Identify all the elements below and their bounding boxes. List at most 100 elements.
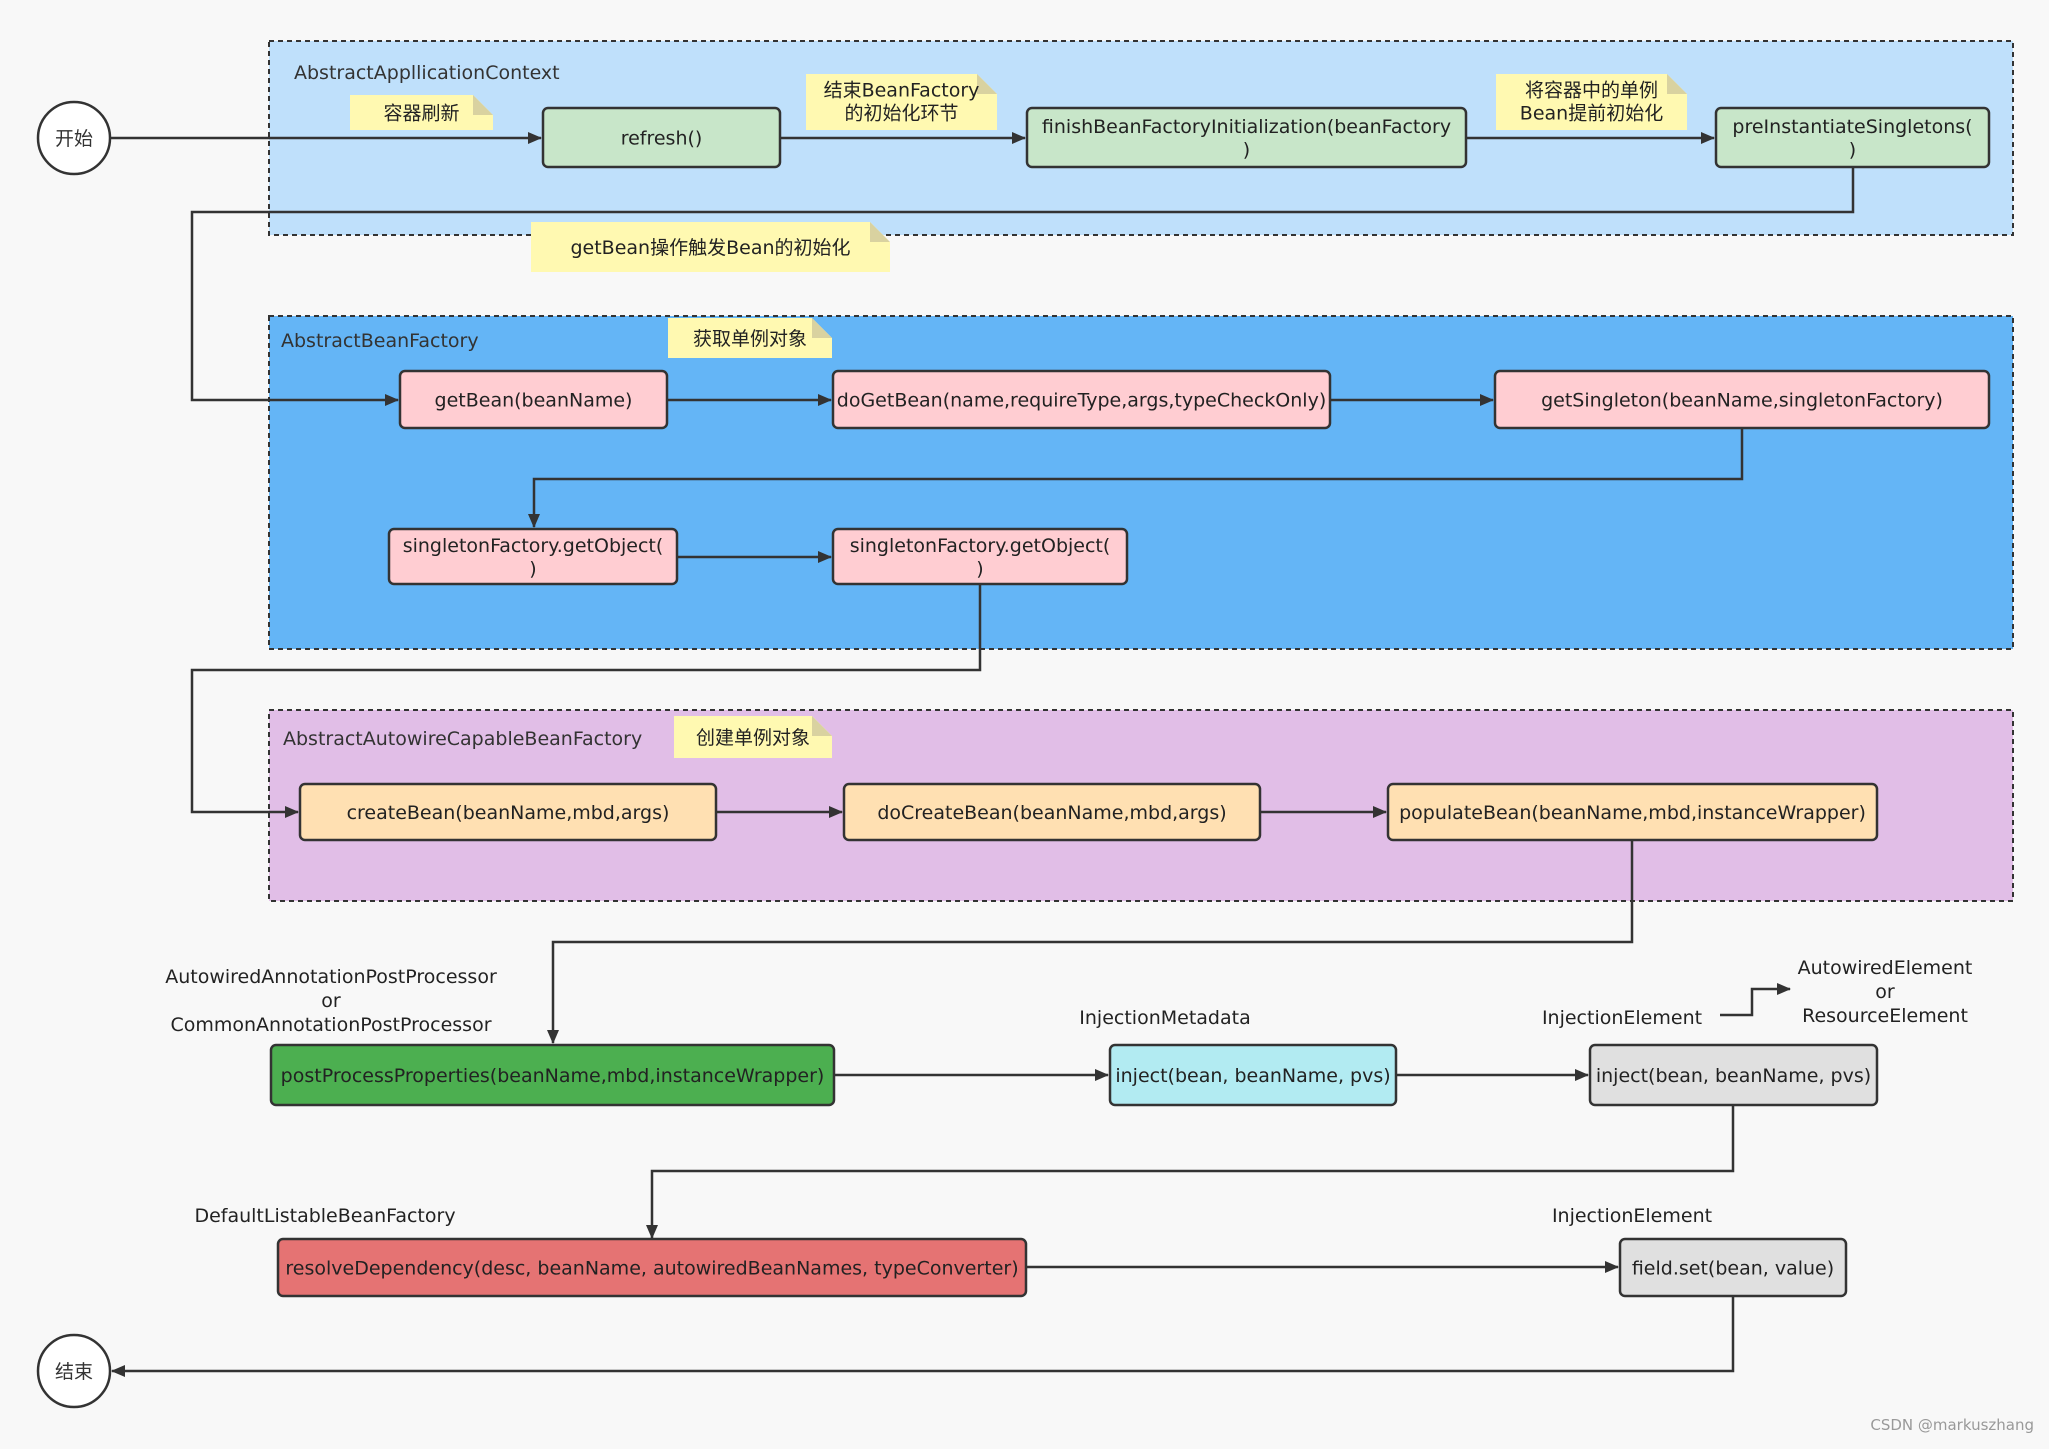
- note-finish-factory-paper: [806, 74, 997, 130]
- pre-instantiate-text: preInstantiateSingletons(: [1732, 116, 1972, 138]
- pre-instantiate-node: preInstantiateSingletons(): [1714, 106, 1991, 169]
- post-process-box: [269, 1043, 836, 1107]
- field-set-node: field.set(bean, value): [1618, 1237, 1848, 1298]
- factory-get-object-2-node: singletonFactory.getObject(): [831, 527, 1129, 586]
- note-get-singleton: 获取单例对象: [668, 318, 832, 358]
- note-finish-factory-fold: [977, 74, 997, 94]
- inject-metadata-box: [1108, 1043, 1398, 1107]
- factory-get-object-2-box: [831, 527, 1129, 586]
- element-types-label: AutowiredElement: [1798, 957, 1973, 979]
- note-create-singleton-paper: [674, 716, 832, 758]
- create-bean-text: createBean(beanName,mbd,args): [347, 802, 670, 824]
- finish-init-box: [1025, 106, 1468, 169]
- resolve-dependency-text: resolveDependency(desc, beanName, autowi…: [285, 1258, 1018, 1280]
- note-get-singleton-fold: [812, 318, 832, 338]
- group-bean-factory: [268, 315, 2014, 650]
- get-bean-text: getBean(beanName): [435, 390, 633, 412]
- note-preinit-singletons-text: 将容器中的单例: [1525, 80, 1658, 102]
- note-container-refresh-fold: [473, 95, 493, 115]
- element-types-label: or: [1875, 981, 1895, 1003]
- start-terminal: [36, 100, 112, 176]
- note-preinit-singletons-fold: [1667, 74, 1687, 94]
- get-singleton-node: getSingleton(beanName,singletonFactory): [1493, 369, 1991, 430]
- note-finish-factory-text: 结束BeanFactory: [824, 80, 980, 102]
- edge-inject-element-to-resolve-dependency: [646, 1105, 1735, 1239]
- field-set-box: [1618, 1237, 1848, 1298]
- note-finish-factory-text: 的初始化环节: [844, 103, 958, 125]
- edge-injection-element-to-element-types: [1720, 983, 1791, 1017]
- post-process-text: postProcessProperties(beanName,mbd,insta…: [281, 1065, 825, 1087]
- note-container-refresh-text: 容器刷新: [383, 103, 459, 125]
- note-create-singleton-text: 创建单例对象: [696, 727, 810, 749]
- factory-get-object-2-text: ): [976, 558, 983, 580]
- pre-instantiate-box: [1714, 106, 1991, 169]
- inject-element-text: inject(bean, beanName, pvs): [1596, 1065, 1871, 1087]
- start-terminal-label: 开始: [55, 128, 93, 150]
- default-listable-label: DefaultListableBeanFactory: [194, 1205, 455, 1227]
- refresh-node: refresh(): [541, 106, 782, 169]
- element-types-label: ResourceElement: [1802, 1005, 1968, 1027]
- post-process-node: postProcessProperties(beanName,mbd,insta…: [269, 1043, 836, 1107]
- factory-get-object-1-node: singletonFactory.getObject(): [387, 527, 679, 586]
- inject-element-node: inject(bean, beanName, pvs): [1588, 1043, 1879, 1107]
- note-getbean-trigger-fold: [870, 222, 890, 242]
- note-create-singleton-fold: [812, 716, 832, 736]
- group-bean-factory-label: AbstractBeanFactory: [281, 330, 479, 352]
- factory-get-object-1-text: singletonFactory.getObject(: [403, 535, 664, 557]
- labels-layer: AutowiredAnnotationPostProcessororCommon…: [165, 957, 1972, 1227]
- do-get-bean-text: doGetBean(name,requireType,args,typeChec…: [837, 390, 1326, 412]
- populate-bean-box: [1386, 782, 1879, 842]
- factory-get-object-2-text: singletonFactory.getObject(: [850, 535, 1111, 557]
- get-singleton-box: [1493, 369, 1991, 430]
- do-create-bean-box: [842, 782, 1262, 842]
- injection-metadata-label: InjectionMetadata: [1079, 1007, 1250, 1029]
- edge-get-singleton-to-factory-get-object-1: [528, 429, 1744, 528]
- populate-bean-text: populateBean(beanName,mbd,instanceWrappe…: [1399, 802, 1866, 824]
- factory-get-object-1-text: ): [529, 558, 536, 580]
- injection-element-2-label: InjectionElement: [1552, 1205, 1712, 1227]
- note-create-singleton: 创建单例对象: [674, 716, 832, 758]
- group-application-context-label: AbstractAppllicationContext: [294, 62, 560, 84]
- edge-pre-instantiate-to-get-bean: [190, 168, 1855, 406]
- resolve-dependency-node: resolveDependency(desc, beanName, autowi…: [276, 1237, 1028, 1298]
- do-create-bean-text: doCreateBean(beanName,mbd,args): [877, 802, 1226, 824]
- injection-element-label: InjectionElement: [1542, 1007, 1702, 1029]
- finish-init-text: ): [1243, 139, 1250, 161]
- note-preinit-singletons-paper: [1496, 74, 1687, 130]
- pre-instantiate-text: ): [1849, 139, 1856, 161]
- inject-metadata-node: inject(bean, beanName, pvs): [1108, 1043, 1398, 1107]
- post-processors-label: or: [321, 990, 341, 1012]
- note-preinit-singletons-text: Bean提前初始化: [1520, 103, 1663, 125]
- note-get-singleton-text: 获取单例对象: [693, 328, 807, 350]
- field-set-text: field.set(bean, value): [1632, 1258, 1834, 1280]
- end-terminal: [36, 1333, 112, 1409]
- populate-bean-node: populateBean(beanName,mbd,instanceWrappe…: [1386, 782, 1879, 842]
- post-processors-label: CommonAnnotationPostProcessor: [170, 1014, 491, 1036]
- edges: [110, 132, 1855, 1377]
- inject-metadata-text: inject(bean, beanName, pvs): [1115, 1065, 1390, 1087]
- end-terminal-label: 结束: [55, 1361, 93, 1383]
- note-get-singleton-paper: [668, 318, 832, 358]
- factory-get-object-1-box: [387, 527, 679, 586]
- watermark: CSDN @markuszhang: [1870, 1416, 2034, 1434]
- finish-init-node: finishBeanFactoryInitialization(beanFact…: [1025, 106, 1468, 169]
- resolve-dependency-box: [276, 1237, 1028, 1298]
- note-getbean-trigger: getBean操作触发Bean的初始化: [531, 222, 890, 272]
- create-bean-box: [298, 782, 718, 842]
- note-container-refresh-paper: [350, 95, 493, 130]
- note-getbean-trigger-text: getBean操作触发Bean的初始化: [570, 237, 850, 259]
- note-getbean-trigger-paper: [531, 222, 890, 272]
- create-bean-node: createBean(beanName,mbd,args): [298, 782, 718, 842]
- edge-populate-bean-to-post-process: [547, 841, 1634, 1044]
- get-bean-box: [398, 369, 669, 430]
- do-get-bean-box: [831, 369, 1332, 430]
- get-bean-node: getBean(beanName): [398, 369, 669, 430]
- finish-init-text: finishBeanFactoryInitialization(beanFact…: [1042, 116, 1451, 138]
- post-processors-label: AutowiredAnnotationPostProcessor: [165, 966, 497, 988]
- refresh-box: [541, 106, 782, 169]
